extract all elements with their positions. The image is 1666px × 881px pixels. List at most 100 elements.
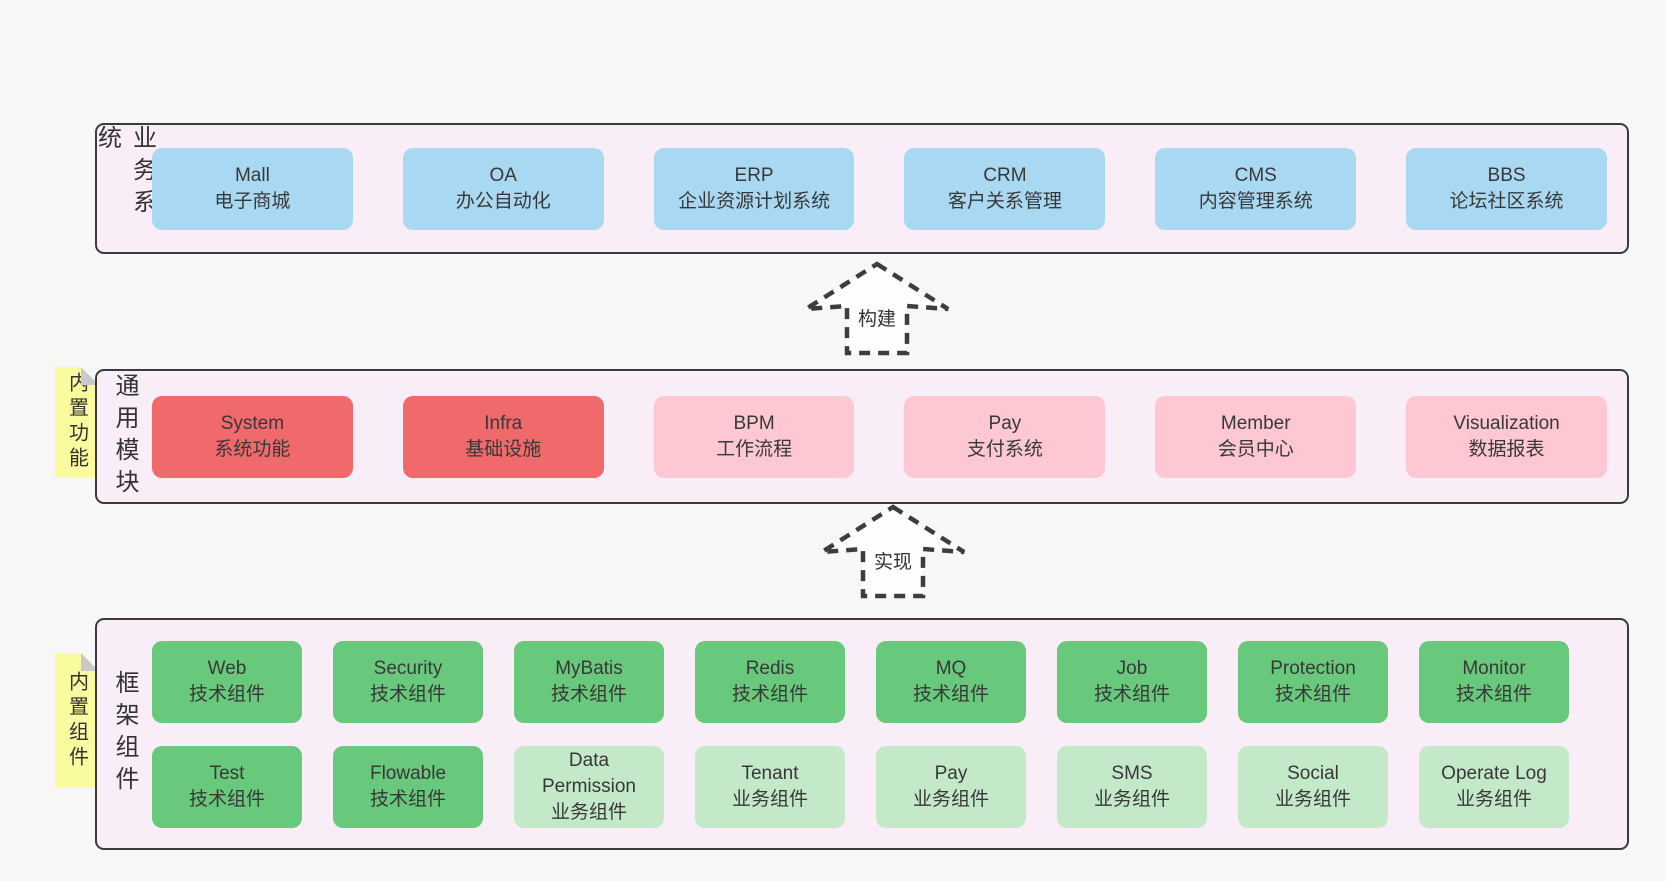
box-social: Social 业务组件 xyxy=(1238,745,1388,828)
box-desc: 基础设施 xyxy=(465,438,542,460)
box-desc: 客户关系管理 xyxy=(947,190,1062,212)
box-desc: 技术组件 xyxy=(188,683,265,705)
box-system: System 系统功能 xyxy=(152,395,353,478)
box-name: Flowable xyxy=(369,762,447,784)
box-redis: Redis 技术组件 xyxy=(695,640,845,723)
box-desc: 内容管理系统 xyxy=(1198,190,1313,212)
box-crm: CRM 客户关系管理 xyxy=(904,147,1106,230)
box-desc: 技术组件 xyxy=(912,683,989,705)
box-desc: 业务组件 xyxy=(1455,788,1532,810)
box-name: Pay xyxy=(988,412,1022,434)
box-desc: 业务组件 xyxy=(912,788,989,810)
box-name: Infra xyxy=(484,412,523,434)
box-infra: Infra 基础设施 xyxy=(402,395,604,478)
box-pay: Pay 业务组件 xyxy=(876,745,1026,828)
box-name: SMS xyxy=(1111,762,1153,784)
build-arrow-label: 构建 xyxy=(854,304,900,331)
box-desc: 会员中心 xyxy=(1217,438,1294,460)
box-sms: SMS 业务组件 xyxy=(1057,745,1207,828)
box-desc: 论坛社区系统 xyxy=(1449,190,1564,212)
layer-business-label: 业务系统 xyxy=(94,125,156,252)
sticky-note-builtin-features: 内置功能 xyxy=(55,367,99,477)
box-name: BPM xyxy=(733,412,775,434)
box-name: Data Permission xyxy=(542,749,636,797)
box-desc: 电子商城 xyxy=(214,190,291,212)
box-name: Test xyxy=(209,762,245,784)
box-name: Redis xyxy=(745,657,795,679)
box-tenant: Tenant 业务组件 xyxy=(695,745,845,828)
box-desc: 技术组件 xyxy=(731,683,808,705)
box-name: CMS xyxy=(1234,164,1277,186)
box-name: Job xyxy=(1116,657,1148,679)
box-desc: 业务组件 xyxy=(731,788,808,810)
box-desc: 业务组件 xyxy=(550,801,627,823)
box-name: Member xyxy=(1220,412,1291,434)
layer-modules-label: 通用模块 xyxy=(97,371,152,502)
box-name: Mall xyxy=(234,164,270,186)
box-desc: 技术组件 xyxy=(1093,683,1170,705)
box-name: Tenant xyxy=(741,762,799,784)
box-desc: 办公自动化 xyxy=(455,190,551,212)
box-bpm: BPM 工作流程 xyxy=(653,395,855,478)
box-name: Pay xyxy=(934,762,968,784)
box-name: CRM xyxy=(983,164,1027,186)
box-mall: Mall 电子商城 xyxy=(152,147,353,230)
layer-components-label: 框架组件 xyxy=(97,620,152,848)
box-oa: OA 办公自动化 xyxy=(402,147,604,230)
layer-label-text: 框架组件 xyxy=(111,670,138,798)
box-name: Web xyxy=(207,657,247,679)
box-test: Test 技术组件 xyxy=(152,745,302,828)
sticky-text: 内置功能 xyxy=(65,372,88,472)
box-member: Member 会员中心 xyxy=(1155,395,1357,478)
box-desc: 业务组件 xyxy=(1274,788,1351,810)
box-name: Operate Log xyxy=(1441,762,1547,784)
box-desc: 技术组件 xyxy=(188,788,265,810)
box-mq: MQ 技术组件 xyxy=(876,640,1026,723)
box-desc: 工作流程 xyxy=(716,438,793,460)
box-web: Web 技术组件 xyxy=(152,640,302,723)
box-operate-log: Operate Log 业务组件 xyxy=(1419,745,1569,828)
box-desc: 技术组件 xyxy=(369,788,446,810)
box-desc: 技术组件 xyxy=(1455,683,1532,705)
box-desc: 数据报表 xyxy=(1468,438,1545,460)
box-name: Monitor xyxy=(1462,657,1526,679)
box-data-permission: Data Permission 业务组件 xyxy=(514,745,664,828)
box-monitor: Monitor 技术组件 xyxy=(1419,640,1569,723)
box-name: Protection xyxy=(1270,657,1356,679)
box-desc: 系统功能 xyxy=(214,438,291,460)
box-name: MQ xyxy=(935,657,967,679)
box-job: Job 技术组件 xyxy=(1057,640,1207,723)
box-desc: 技术组件 xyxy=(369,683,446,705)
box-name: Visualization xyxy=(1453,412,1560,434)
box-desc: 业务组件 xyxy=(1093,788,1170,810)
box-desc: 技术组件 xyxy=(550,683,627,705)
box-visualization: Visualization 数据报表 xyxy=(1406,395,1607,478)
layer-label-text: 通用模块 xyxy=(111,372,138,501)
box-name: MyBatis xyxy=(555,657,623,679)
box-name: OA xyxy=(489,164,517,186)
box-name: BBS xyxy=(1487,164,1526,186)
sticky-text: 内置组件 xyxy=(65,670,88,771)
box-name: System xyxy=(220,412,285,434)
sticky-note-builtin-components: 内置组件 xyxy=(55,653,99,788)
build-arrow: 构建 xyxy=(802,260,952,357)
box-desc: 技术组件 xyxy=(1274,683,1351,705)
box-name: ERP xyxy=(734,164,774,186)
layer-label-text: 业务系统 xyxy=(93,125,156,221)
box-bbs: BBS 论坛社区系统 xyxy=(1406,147,1607,230)
box-name: Social xyxy=(1287,762,1339,784)
box-protection: Protection 技术组件 xyxy=(1238,640,1388,723)
box-mybatis: MyBatis 技术组件 xyxy=(514,640,664,723)
implement-arrow-label: 实现 xyxy=(870,547,916,574)
